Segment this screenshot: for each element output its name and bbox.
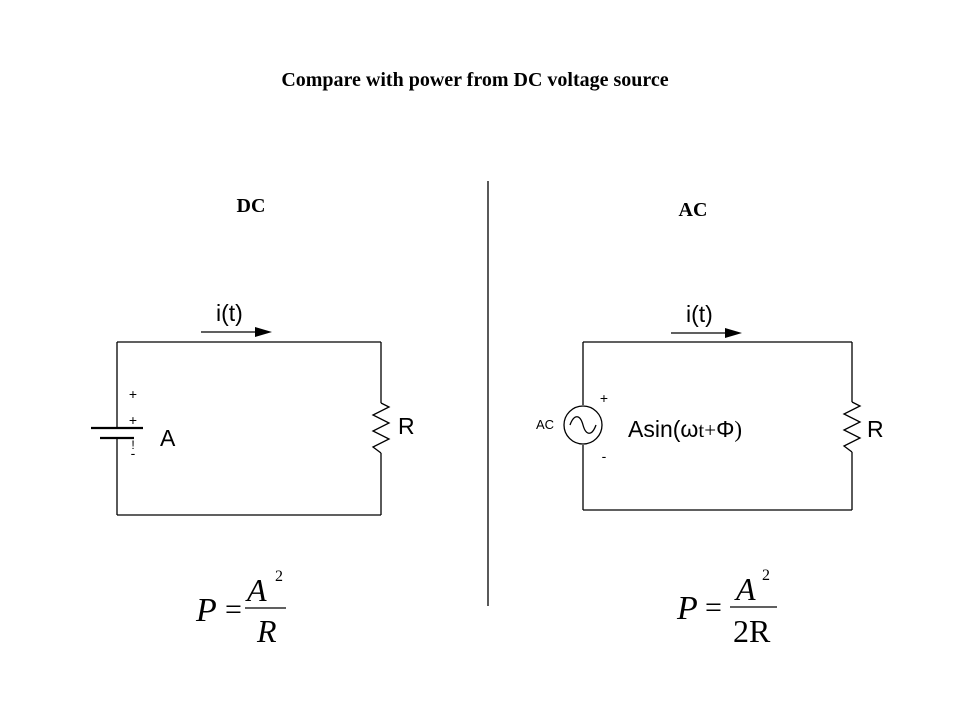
dc-heading: DC [237,195,266,217]
ac-plus-mark: + [600,390,608,406]
dc-current-label: i(t) [216,300,243,326]
ac-source-type-label: AC [536,417,554,432]
ac-formula-numerator: A [734,571,756,607]
dc-resistor-label: R [398,413,415,439]
dc-source-value: A [160,425,176,451]
ac-formula-lhs: P [676,590,698,627]
dc-minus-cell-mark: - [131,445,136,461]
ac-current-arrow [671,328,742,338]
dc-formula-denominator: R [256,613,277,649]
page-title: Compare with power from DC voltage sourc… [281,69,668,91]
dc-section: DC i(t) + + ! - A R P [91,195,415,649]
dc-loop-wires [116,341,382,516]
ac-formula-exponent: 2 [762,567,770,584]
dc-formula-equals: = [225,593,242,626]
ac-power-formula: P = A 2 2R [676,567,777,649]
dc-plus-top-mark: + [129,386,137,402]
ac-expr-omega: ω [680,416,698,442]
ac-source-symbol [563,405,603,445]
dc-resistor-symbol [371,402,391,454]
ac-expr-suffix: ) [734,417,742,442]
dc-current-arrow [201,327,272,337]
ac-formula-denominator: 2R [733,613,771,649]
dc-battery-symbol [91,426,143,440]
ac-resistor-symbol [842,401,862,453]
ac-expr-phi: Φ [716,416,734,442]
ac-heading: AC [679,199,708,221]
ac-loop-wires [582,341,853,511]
ac-resistor-label: R [867,416,884,442]
ac-expr-prefix: Asin( [628,416,681,442]
dc-power-formula: P = A 2 R [195,568,286,649]
dc-formula-exponent: 2 [275,568,283,585]
ac-current-label: i(t) [686,301,713,327]
dc-formula-lhs: P [195,592,217,629]
ac-section: AC i(t) AC + - Asin(ωt+Φ) R [536,199,884,649]
ac-expr-mid: t+ [698,418,716,442]
dc-plus-cell-mark: + [129,412,137,428]
ac-minus-mark: - [602,448,607,464]
ac-formula-equals: = [705,591,722,624]
ac-source-expression: Asin(ωt+Φ) [628,416,742,442]
dc-formula-numerator: A [245,572,267,608]
dc-minus-tick-mark: ! [131,438,134,452]
